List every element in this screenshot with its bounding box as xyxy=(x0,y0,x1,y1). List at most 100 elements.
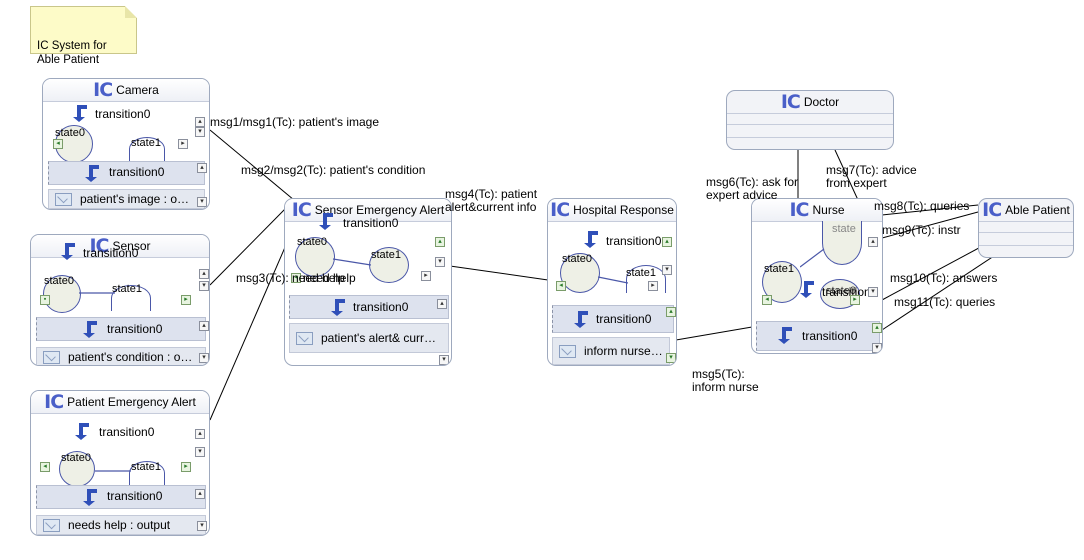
camera-transition-panel[interactable] xyxy=(48,161,205,185)
sensor-alert-transition-top[interactable]: transition0 xyxy=(343,216,399,230)
camera-message: patient's image : o… xyxy=(80,192,190,206)
scroll-up-icon[interactable]: ▴ xyxy=(435,237,445,247)
scroll-up-icon[interactable]: ▴ xyxy=(195,489,205,499)
camera-state1[interactable] xyxy=(129,137,165,161)
component-hospital-response[interactable]: IC Hospital Response transition0 state0 … xyxy=(547,198,677,366)
scroll-up-icon[interactable]: ▴ xyxy=(662,237,672,247)
nurse-state-top[interactable] xyxy=(822,221,862,265)
msg2-label[interactable]: msg2/msg2(Tc): patient's condition xyxy=(241,163,426,177)
transition-icon xyxy=(778,327,792,344)
msg4-label[interactable]: msg4(Tc): patient alert&current info xyxy=(445,187,538,214)
msg10-label[interactable]: msg10(Tc): answers xyxy=(890,271,998,285)
scroll-down-icon[interactable]: ▾ xyxy=(199,281,209,291)
patient-alert-state1-label: state1 xyxy=(131,461,161,473)
scroll-right-icon[interactable]: ▸ xyxy=(850,295,860,305)
nurse-transition-panel[interactable] xyxy=(756,321,880,351)
scroll-down-icon[interactable]: ▾ xyxy=(439,355,449,365)
sensor-transition-panel[interactable] xyxy=(36,317,206,341)
scroll-down-icon[interactable]: ▾ xyxy=(195,447,205,457)
scroll-left-icon[interactable]: ◂ xyxy=(53,139,63,149)
sensor-transition-top[interactable]: transition0 xyxy=(83,246,139,260)
msg9-label[interactable]: msg9(Tc): instr xyxy=(882,223,961,237)
camera-transition-top[interactable]: transition0 xyxy=(95,107,151,121)
scroll-right-icon[interactable]: ▸ xyxy=(421,271,431,281)
ic-logo-icon: IC xyxy=(550,199,570,221)
hospital-transition-panel[interactable] xyxy=(552,305,674,333)
patient-alert-state0[interactable] xyxy=(59,451,95,487)
patient-alert-transition-panel[interactable] xyxy=(36,485,206,509)
sensor-alert-state1[interactable] xyxy=(369,247,409,283)
scroll-right-icon[interactable]: ▸ xyxy=(648,281,658,291)
scroll-left-icon[interactable]: ◂ xyxy=(291,273,301,283)
nurse-state0[interactable] xyxy=(820,279,860,309)
scroll-down-icon[interactable]: ▾ xyxy=(872,343,882,353)
scroll-up-icon[interactable]: ▴ xyxy=(199,321,209,331)
patient-alert-message-row[interactable]: needs help : output xyxy=(36,515,206,535)
nurse-transition-bottom[interactable]: transition0 xyxy=(802,329,858,343)
scroll-left-icon[interactable]: ▪ xyxy=(40,295,50,305)
msg8-label[interactable]: msg8(Tc): queries xyxy=(874,199,970,213)
msg1-label[interactable]: msg1/msg1(Tc): patient's image xyxy=(210,115,380,129)
scroll-up-icon[interactable]: ▴ xyxy=(197,163,207,173)
transition-line xyxy=(333,258,371,266)
component-patient-emergency-alert[interactable]: IC Patient Emergency Alert transition0 s… xyxy=(30,390,210,536)
scroll-down-icon[interactable]: ▾ xyxy=(868,287,878,297)
patient-alert-transition-top[interactable]: transition0 xyxy=(99,425,155,439)
patient-alert-header: IC Patient Emergency Alert xyxy=(31,391,209,414)
scroll-right-icon[interactable]: ▸ xyxy=(178,139,188,149)
component-sensor[interactable]: IC Sensor transition0 state0 state1 ▪ ▸ … xyxy=(30,234,210,366)
sensor-state1[interactable] xyxy=(111,285,151,311)
scroll-up-icon[interactable]: ▴ xyxy=(195,117,205,127)
hospital-message-row[interactable]: inform nurse… xyxy=(552,337,670,365)
msg11-label[interactable]: msg11(Tc): queries xyxy=(894,295,996,309)
scroll-down-icon[interactable]: ▾ xyxy=(199,353,209,363)
scroll-left-icon[interactable]: ◂ xyxy=(762,295,772,305)
component-able-patient[interactable]: IC Able Patient xyxy=(978,198,1074,258)
doctor-section xyxy=(727,124,893,137)
nurse-header: IC Nurse xyxy=(752,199,882,222)
component-doctor[interactable]: IC Doctor xyxy=(726,90,894,150)
scroll-down-icon[interactable]: ▾ xyxy=(435,257,445,267)
sensor-message-row[interactable]: patient's condition : o… xyxy=(36,347,206,365)
nurse-state1[interactable] xyxy=(762,261,802,303)
camera-transition-bottom[interactable]: transition0 xyxy=(109,165,165,179)
scroll-up-icon[interactable]: ▴ xyxy=(666,307,676,317)
hospital-transition-top[interactable]: transition0 xyxy=(606,234,662,248)
msg6-label[interactable]: msg6(Tc): ask for expert advice xyxy=(706,175,799,202)
component-camera[interactable]: IC Camera transition0 state0 state1 ◂ ▸ … xyxy=(42,78,210,210)
scroll-down-icon[interactable]: ▾ xyxy=(197,197,207,207)
patient-alert-state1[interactable] xyxy=(129,461,165,485)
camera-message-row[interactable]: patient's image : o… xyxy=(48,189,205,209)
hospital-message: inform nurse… xyxy=(584,344,663,358)
scroll-right-icon[interactable]: ▸ xyxy=(181,295,191,305)
msg5-label[interactable]: msg5(Tc): inform nurse xyxy=(692,367,759,394)
component-sensor-emergency-alert[interactable]: IC Sensor Emergency Alert transition0 st… xyxy=(284,198,452,366)
scroll-left-icon[interactable]: ◂ xyxy=(40,462,50,472)
doctor-header: IC Doctor xyxy=(727,91,893,114)
scroll-down-icon[interactable]: ▾ xyxy=(195,127,205,137)
scroll-down-icon[interactable]: ▾ xyxy=(666,353,676,363)
hospital-state0[interactable] xyxy=(560,253,600,293)
sensor-alert-transition-bottom[interactable]: transition0 xyxy=(353,300,409,314)
scroll-up-icon[interactable]: ▴ xyxy=(868,237,878,247)
scroll-up-icon[interactable]: ▴ xyxy=(195,429,205,439)
scroll-up-icon[interactable]: ▴ xyxy=(872,323,882,333)
sensor-alert-transition-panel[interactable] xyxy=(289,295,449,319)
patient-alert-transition-bottom[interactable]: transition0 xyxy=(107,489,163,503)
scroll-up-icon[interactable]: ▴ xyxy=(437,299,447,309)
hospital-state1[interactable] xyxy=(626,265,666,293)
sensor-transition-bottom[interactable]: transition0 xyxy=(107,322,163,336)
scroll-left-icon[interactable]: ◂ xyxy=(556,281,566,291)
sensor-alert-message-row[interactable]: patient's alert& curr… xyxy=(289,323,449,353)
scroll-up-icon[interactable]: ▴ xyxy=(199,269,209,279)
sensor-state0[interactable] xyxy=(43,275,81,313)
component-nurse[interactable]: IC Nurse state state1 state0 transition0… xyxy=(751,198,883,354)
scroll-down-icon[interactable]: ▾ xyxy=(197,521,207,531)
scroll-down-icon[interactable]: ▾ xyxy=(662,265,672,275)
msg3-label[interactable]: msg3(Tc): need help xyxy=(236,271,345,285)
hospital-transition-bottom[interactable]: transition0 xyxy=(596,312,652,326)
sensor-alert-state0[interactable] xyxy=(295,237,335,277)
msg7-label[interactable]: msg7(Tc): advice from expert xyxy=(826,163,917,190)
link-hospital-nurse xyxy=(675,326,753,341)
scroll-right-icon[interactable]: ▸ xyxy=(181,462,191,472)
